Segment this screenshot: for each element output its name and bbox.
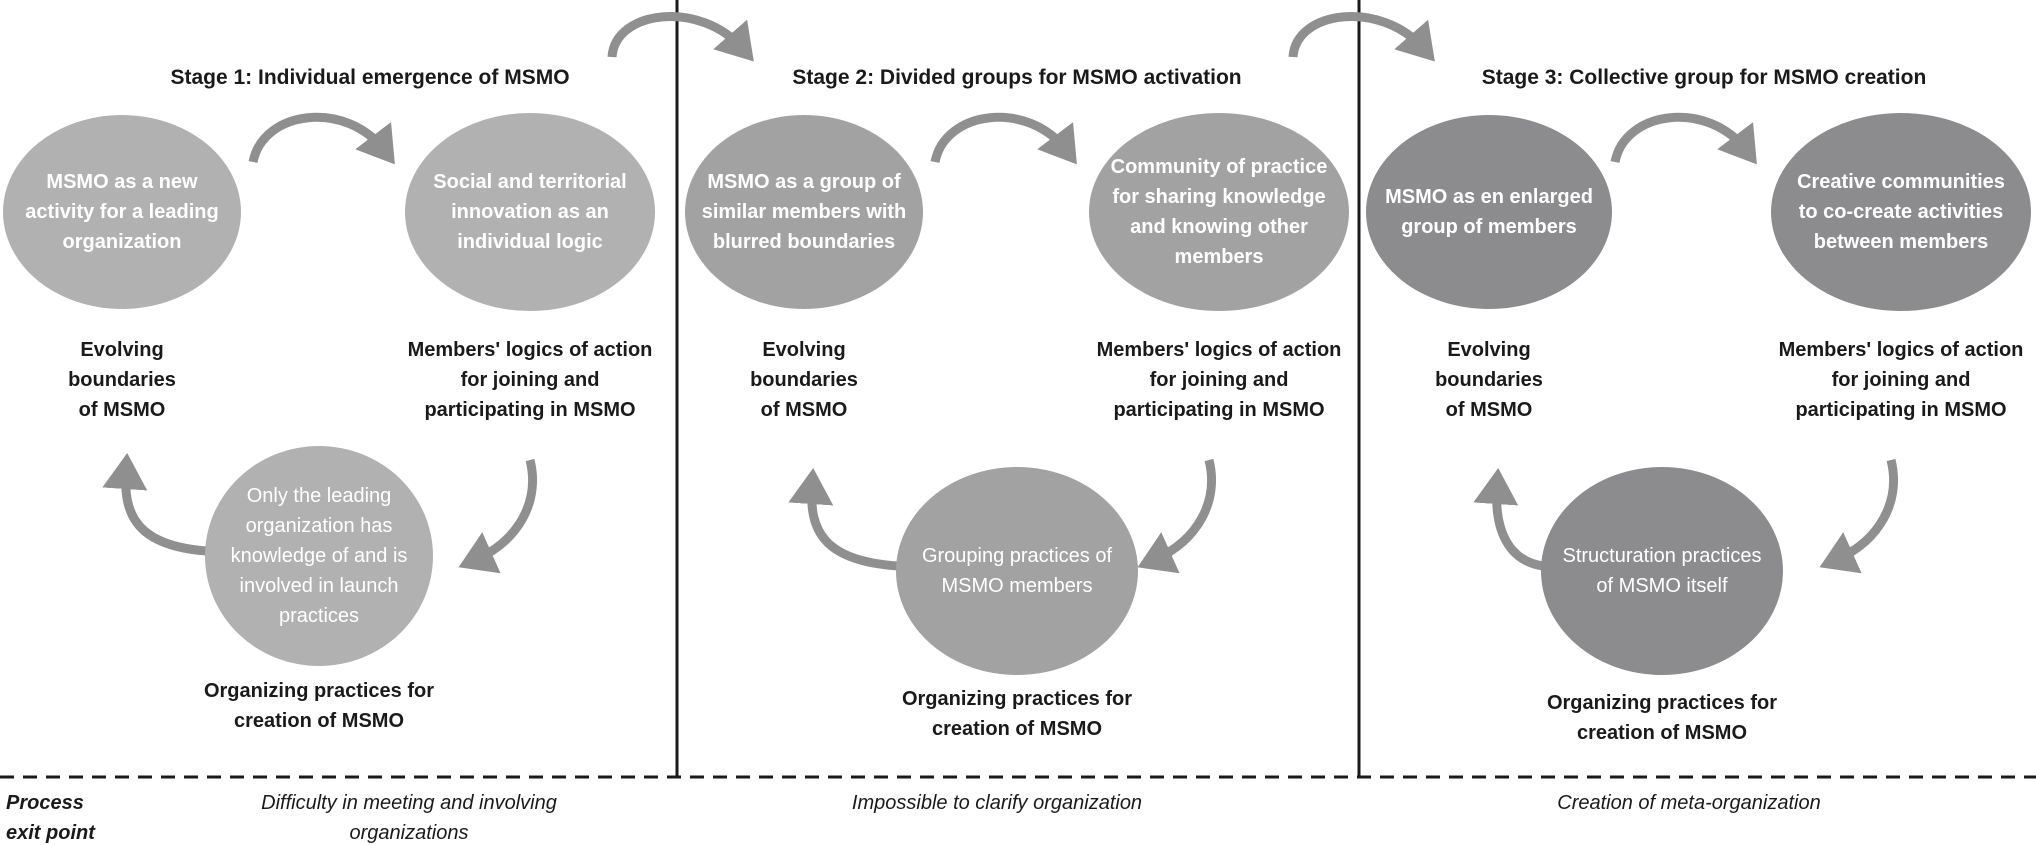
boundary-label: Evolving boundaries of MSMO xyxy=(750,339,858,421)
arrow-stage2-to-stage3-icon xyxy=(1288,12,1435,62)
arrow-logic-to-practice-icon xyxy=(1819,458,1899,574)
exit-point-text: Difficulty in meeting and involving orga… xyxy=(261,792,557,844)
exit-point-text: Creation of meta-organization xyxy=(1557,792,1821,814)
arrow-practice-to-boundary-icon xyxy=(1473,468,1544,571)
practice-node: Only the leading organization has knowle… xyxy=(205,446,433,666)
boundary-label: Evolving boundaries of MSMO xyxy=(68,339,176,421)
logic-label: Members' logics of action for joining an… xyxy=(407,339,653,421)
boundary-node: MSMO as a group of similar members with … xyxy=(685,115,923,309)
practice-label: Organizing practices for creation of MSM… xyxy=(1546,692,1778,744)
arrow-practice-to-boundary-icon xyxy=(102,453,208,556)
logic-node: Social and territorial innovation as an … xyxy=(405,113,655,311)
exit-point-text: Impossible to clarify organization xyxy=(851,792,1143,814)
boundary-label: Evolving boundaries of MSMO xyxy=(1435,339,1543,421)
process-exit-label: Process exit point xyxy=(6,792,95,844)
arrow-stage1-to-stage2-icon xyxy=(607,12,754,62)
logic-label: Members' logics of action for joining an… xyxy=(1096,339,1342,421)
arrow-boundary-to-logic-icon xyxy=(930,112,1077,165)
arrow-boundary-to-logic-icon xyxy=(248,112,395,165)
arrow-boundary-to-logic-icon xyxy=(1610,112,1757,165)
practice-label: Organizing practices for creation of MSM… xyxy=(901,688,1133,740)
practice-node: Structuration practices of MSMO itself xyxy=(1541,467,1783,675)
arrow-practice-to-boundary-icon xyxy=(788,468,899,571)
stage-title: Stage 1: Individual emergence of MSMO xyxy=(170,66,570,89)
boundary-node: MSMO as a new activity for a leading org… xyxy=(3,115,241,309)
stage-title: Stage 2: Divided groups for MSMO activat… xyxy=(792,66,1242,89)
practice-node: Grouping practices of MSMO members xyxy=(896,467,1138,675)
boundary-node: MSMO as en enlarged group of members xyxy=(1366,115,1612,309)
logic-node: Creative communities to co-create activi… xyxy=(1771,113,2031,311)
arrow-logic-to-practice-icon xyxy=(1137,458,1217,574)
arrow-logic-to-practice-icon xyxy=(458,458,538,574)
practice-label: Organizing practices for creation of MSM… xyxy=(203,680,435,732)
logic-node: Community of practice for sharing knowle… xyxy=(1089,113,1349,311)
logic-label: Members' logics of action for joining an… xyxy=(1778,339,2024,421)
stage-title: Stage 3: Collective group for MSMO creat… xyxy=(1481,66,1927,89)
